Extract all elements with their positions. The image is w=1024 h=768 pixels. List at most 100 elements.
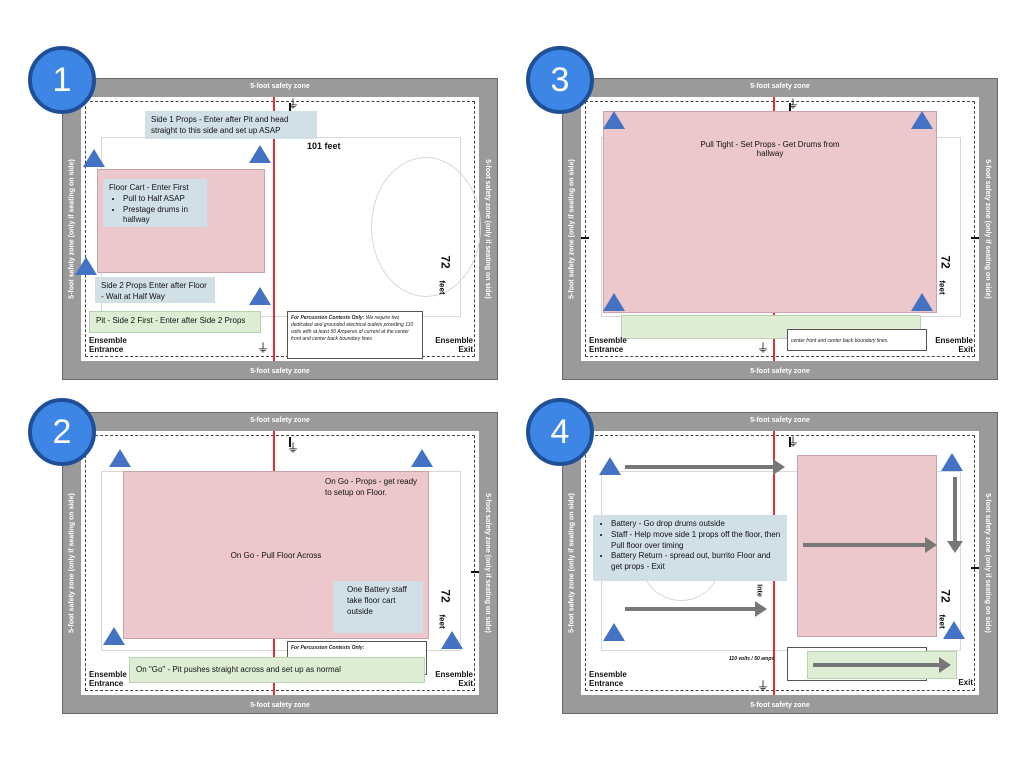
safety-zone-right: 5-foot safety zone (only if seating on s… — [484, 493, 492, 633]
ensemble-entrance: Ensemble Entrance — [589, 336, 627, 355]
percussion-note-fragment: center front and center back boundary li… — [787, 329, 927, 351]
pit-note: On "Go" - Pit pushes straight across and… — [129, 657, 425, 683]
panel-1: 5-foot safety zone 5-foot safety zone 5-… — [62, 78, 498, 380]
height-label: 72 — [438, 255, 453, 269]
volts-label: 110 volts / 50 amps — [729, 656, 775, 662]
battery-note: One Battery staff take floor cart outsid… — [333, 581, 423, 633]
exit-line-2: Exit — [958, 678, 973, 687]
safety-zone-left: 5-foot safety zone (only if seating on s… — [568, 493, 576, 633]
width-label: 101 feet — [307, 141, 341, 151]
safety-zone-right: 5-foot safety zone (only if seating on s… — [484, 159, 492, 299]
entrance-line-1: Ensemble — [589, 336, 627, 345]
prop-marker — [249, 287, 271, 305]
outlet-bottom-icon: ⏚ — [257, 341, 270, 355]
safety-zone-top: 5-foot safety zone — [750, 417, 810, 424]
safety-zone-top: 5-foot safety zone — [250, 417, 310, 424]
height-unit: feet — [937, 280, 947, 295]
floor-cart-item: Pull to Half ASAP — [123, 194, 201, 205]
floor-cart-list: Pull to Half ASAP Prestage drums in hall… — [109, 194, 201, 226]
prop-marker — [599, 457, 621, 475]
entrance-line-1: Ensemble — [89, 336, 127, 345]
center-tick-top — [789, 437, 791, 447]
percussion-note: For Percussion Contests Only: We require… — [287, 311, 423, 359]
height-label: 72 — [938, 589, 953, 603]
pull-floor-text: On Go - Pull Floor Across — [230, 550, 322, 560]
floor-cart-title: Floor Cart - Enter First — [109, 183, 189, 192]
ensemble-exit: Ensemble Exit — [435, 670, 473, 689]
prop-marker — [249, 145, 271, 163]
outlet-top-icon: ⏚ — [787, 435, 800, 449]
boundary-dashed — [85, 435, 475, 691]
side-tick-right — [971, 237, 979, 239]
panel-3: 5-foot safety zone 5-foot safety zone 5-… — [562, 78, 998, 380]
safety-zone-bottom: 5-foot safety zone — [750, 368, 810, 375]
floor-area: 101 feet 72 feet Side 1 Props - Enter af… — [75, 97, 481, 361]
note-title: For Percussion Contests Only: — [291, 315, 365, 321]
side1-props-note: Side 1 Props - Enter after Pit and head … — [145, 111, 317, 139]
entrance-line-2: Entrance — [589, 344, 624, 354]
exit-line-2: Exit — [458, 678, 473, 688]
floor-area: Battery - Go drop drums outside Staff - … — [581, 431, 979, 695]
arrow-down-icon — [947, 477, 963, 553]
prop-marker — [83, 149, 105, 167]
safety-zone-top: 5-foot safety zone — [750, 83, 810, 90]
arrow-right-icon — [625, 459, 785, 475]
safety-zone-bottom: 5-foot safety zone — [250, 702, 310, 709]
ensemble-entrance: Ensemble Entrance — [589, 670, 627, 689]
center-tick-top — [789, 103, 791, 113]
center-line — [273, 97, 275, 361]
props-ready-note: On Go - Props - get ready to setup on Fl… — [325, 477, 418, 497]
entrance-line-2: Entrance — [89, 678, 124, 688]
prop-marker — [103, 627, 125, 645]
ensemble-entrance: Ensemble Entrance — [89, 670, 127, 689]
entrance-line-1: Ensemble — [89, 670, 127, 679]
entrance-line-1: Ensemble — [589, 670, 627, 679]
note-body: We require two dedicated and grounded el… — [291, 315, 414, 342]
height-label: 72 — [938, 255, 953, 269]
side-tick-right — [971, 567, 979, 569]
pit-strip — [621, 315, 921, 339]
instruction-item: Staff - Help move side 1 props off the f… — [611, 530, 781, 552]
prop-marker — [943, 621, 965, 639]
inter-label: Inte — [755, 584, 763, 597]
safety-zone-bottom: 5-foot safety zone — [250, 368, 310, 375]
prop-marker — [603, 111, 625, 129]
safety-zone-top: 5-foot safety zone — [250, 83, 310, 90]
entrance-line-2: Entrance — [589, 678, 624, 688]
prop-marker — [109, 449, 131, 467]
arrow-right-icon — [625, 601, 767, 617]
side-tick-right — [471, 571, 479, 573]
arrow-right-icon — [813, 657, 951, 673]
floor-area: Pull Tight - Set Props - Get Drums from … — [581, 97, 979, 361]
height-unit: feet — [437, 614, 447, 629]
exit-line-1: Ensemble — [435, 670, 473, 679]
safety-zone-left: 5-foot safety zone (only if seating on s… — [568, 159, 576, 299]
safety-zone-right: 5-foot safety zone (only if seating on s… — [984, 159, 992, 299]
pull-tight-area: Pull Tight - Set Props - Get Drums from … — [603, 111, 937, 313]
prop-marker — [941, 453, 963, 471]
ensemble-exit: Ensemble Exit — [435, 336, 473, 355]
safety-zone-bottom: 5-foot safety zone — [750, 702, 810, 709]
pull-tight-text: Pull Tight - Set Props - Get Drums from … — [700, 140, 840, 158]
battery-instructions: Battery - Go drop drums outside Staff - … — [593, 515, 787, 581]
exit-line-1: Ensemble — [435, 336, 473, 345]
panel-2: 5-foot safety zone 5-foot safety zone 5-… — [62, 412, 498, 714]
court-circle — [371, 157, 481, 297]
height-label: 72 — [438, 589, 453, 603]
ensemble-exit: Exit — [958, 678, 973, 688]
floor-cart-note: Floor Cart - Enter First Pull to Half AS… — [103, 179, 207, 227]
center-tick-top — [289, 103, 291, 113]
prop-marker — [411, 449, 433, 467]
step-badge-4: 4 — [526, 398, 594, 466]
entrance-line-2: Entrance — [89, 344, 124, 354]
instruction-item: Battery Return - spread out, burrito Flo… — [611, 551, 781, 573]
step-badge-1: 1 — [28, 46, 96, 114]
safety-zone-left: 5-foot safety zone (only if seating on s… — [68, 159, 76, 299]
boundary-dashed — [585, 435, 975, 691]
center-tick-top — [289, 437, 291, 447]
floor-area: On Go - Pull Floor Across On Go - Props … — [81, 431, 479, 695]
pit-note: Pit - Side 2 First - Enter after Side 2 … — [89, 311, 261, 333]
step-badge-2: 2 — [28, 398, 96, 466]
floor-cart-item: Prestage drums in hallway — [123, 205, 201, 227]
note-title: For Percussion Contests Only: — [291, 645, 365, 651]
